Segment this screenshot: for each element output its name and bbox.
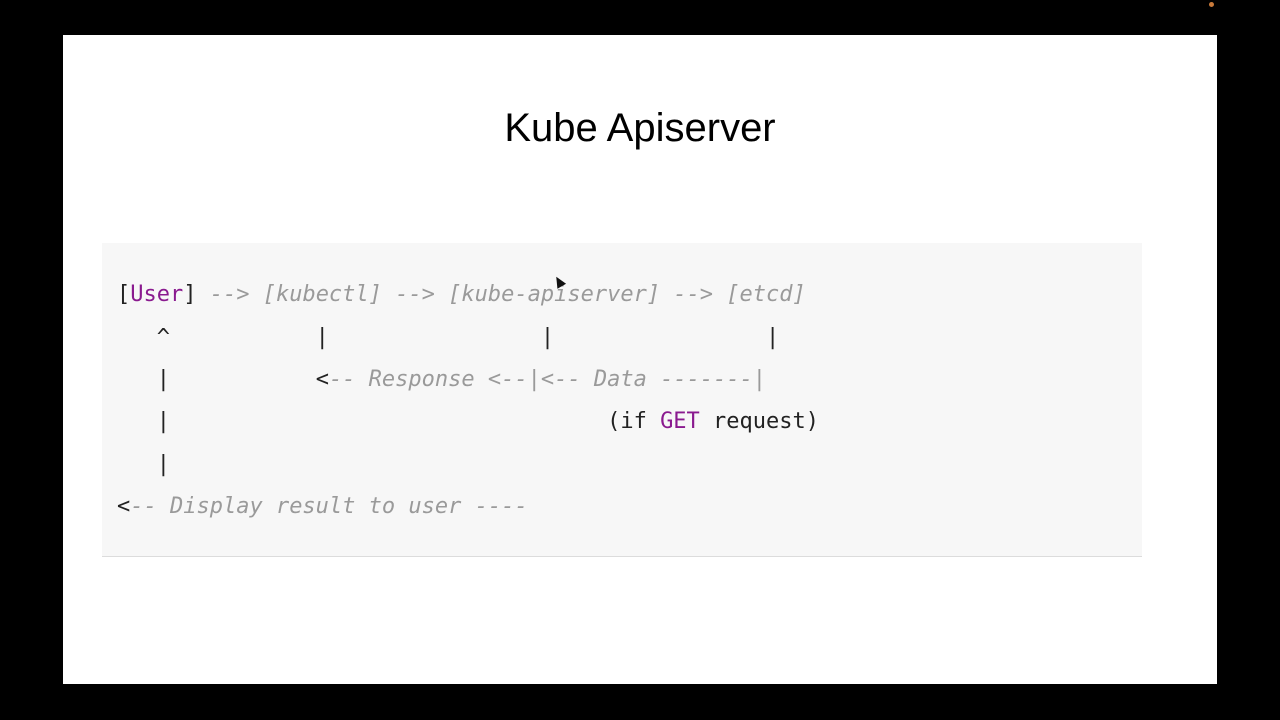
connector-bar: |	[117, 409, 608, 434]
response-comment: -- Response <--|<-- Data -------|	[328, 367, 767, 392]
code-line-display: <-- Display result to user ----	[117, 492, 528, 522]
keyword-user: User	[130, 282, 184, 307]
code-line-get-note: | (if GET request)	[117, 407, 819, 437]
recording-indicator	[1209, 2, 1214, 7]
note-open: (if	[607, 409, 661, 434]
bracket-close: ]	[183, 282, 197, 307]
code-line-bar: |	[117, 452, 170, 477]
keyword-get: GET	[660, 409, 700, 434]
connector-bar: |	[117, 367, 316, 392]
code-line-flow: [User] --> [kubectl] --> [kube-apiserver…	[117, 280, 806, 310]
response-arrow-head: <	[315, 367, 329, 392]
slide: Kube Apiserver [User] --> [kubectl] --> …	[63, 35, 1217, 684]
code-block: [User] --> [kubectl] --> [kube-apiserver…	[102, 243, 1142, 557]
display-comment: -- Display result to user ----	[130, 494, 528, 519]
note-close: request)	[699, 409, 820, 434]
code-line-response: | <-- Response <--|<-- Data -------|	[117, 365, 766, 395]
bracket-open: [	[117, 282, 131, 307]
flow-comment: --> [kubectl] --> [kube-apiserver] --> […	[196, 282, 806, 307]
code-line-connectors: ^ | | |	[117, 325, 780, 350]
slide-title: Kube Apiserver	[504, 106, 776, 150]
display-arrow-head: <	[117, 494, 131, 519]
